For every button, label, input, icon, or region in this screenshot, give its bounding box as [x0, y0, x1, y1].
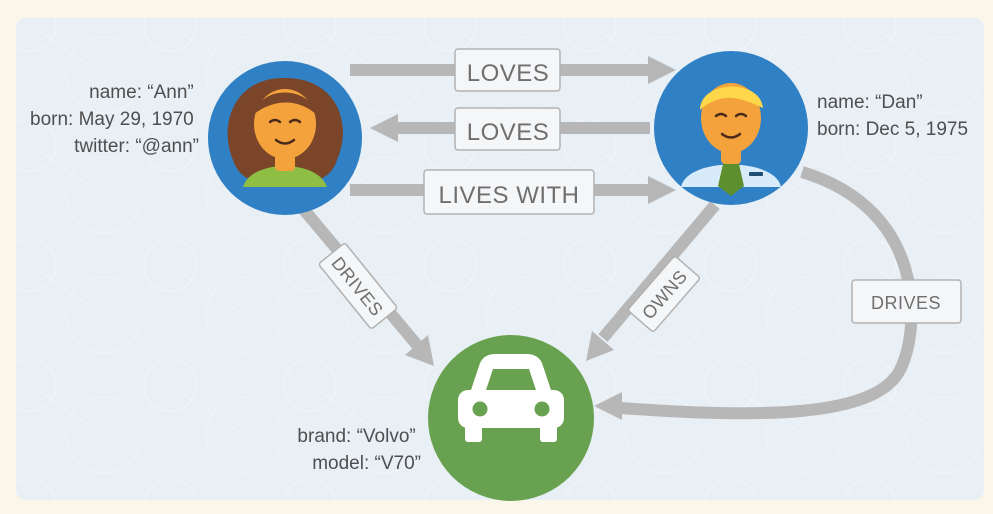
arrowhead-icon — [594, 392, 622, 420]
relationship-dan-loves-ann: LOVES — [370, 107, 650, 151]
arrowhead-icon — [405, 335, 434, 366]
edge-line — [619, 166, 918, 420]
property-born: born: Dec 5, 1975 — [817, 119, 968, 140]
property-twitter: twitter: “@ann” — [74, 136, 199, 157]
relationship-dan-drives-car: DRIVES — [594, 166, 962, 420]
relationship-label-box — [628, 256, 700, 332]
property-born: born: May 29, 1970 — [30, 109, 194, 130]
node-ann: name: “Ann” born: May 29, 1970 twitter: … — [30, 61, 362, 215]
node-car: brand: “Volvo” model: “V70” — [297, 335, 594, 501]
node-ann-properties: name: “Ann” born: May 29, 1970 twitter: … — [30, 82, 199, 157]
relationship-label: DRIVES — [871, 293, 941, 313]
relationship-ann-loves-dan: LOVES — [350, 48, 676, 92]
node-dan: name: “Dan” born: Dec 5, 1975 — [654, 51, 968, 205]
arrowhead-icon — [586, 331, 614, 361]
relationship-label-box — [423, 169, 595, 215]
property-name: name: “Dan” — [817, 92, 923, 113]
relationship-ann-drives-car: DRIVES — [295, 201, 434, 366]
arrowhead-icon — [648, 56, 676, 84]
relationship-label-box — [318, 243, 398, 329]
relationship-ann-lives-with-dan: LIVES WITH — [350, 169, 676, 215]
woman-avatar-icon — [227, 77, 343, 187]
car-icon — [458, 354, 564, 442]
relationship-label: LOVES — [467, 119, 550, 146]
property-brand: brand: “Volvo” — [297, 426, 415, 447]
property-name: name: “Ann” — [89, 82, 194, 103]
arrowhead-icon — [370, 114, 398, 142]
man-avatar-icon — [681, 83, 781, 196]
edge-line — [598, 201, 720, 342]
relationship-label: LOVES — [467, 60, 550, 87]
relationship-label-box — [851, 279, 962, 324]
property-model: model: “V70” — [312, 453, 421, 474]
relationship-label-box — [454, 107, 561, 151]
node-dan-properties: name: “Dan” born: Dec 5, 1975 — [817, 92, 968, 140]
arrowhead-icon — [648, 176, 676, 204]
node-car-properties: brand: “Volvo” model: “V70” — [297, 426, 421, 474]
relationship-label-box — [454, 48, 561, 92]
relationship-label: LIVES WITH — [438, 182, 579, 209]
